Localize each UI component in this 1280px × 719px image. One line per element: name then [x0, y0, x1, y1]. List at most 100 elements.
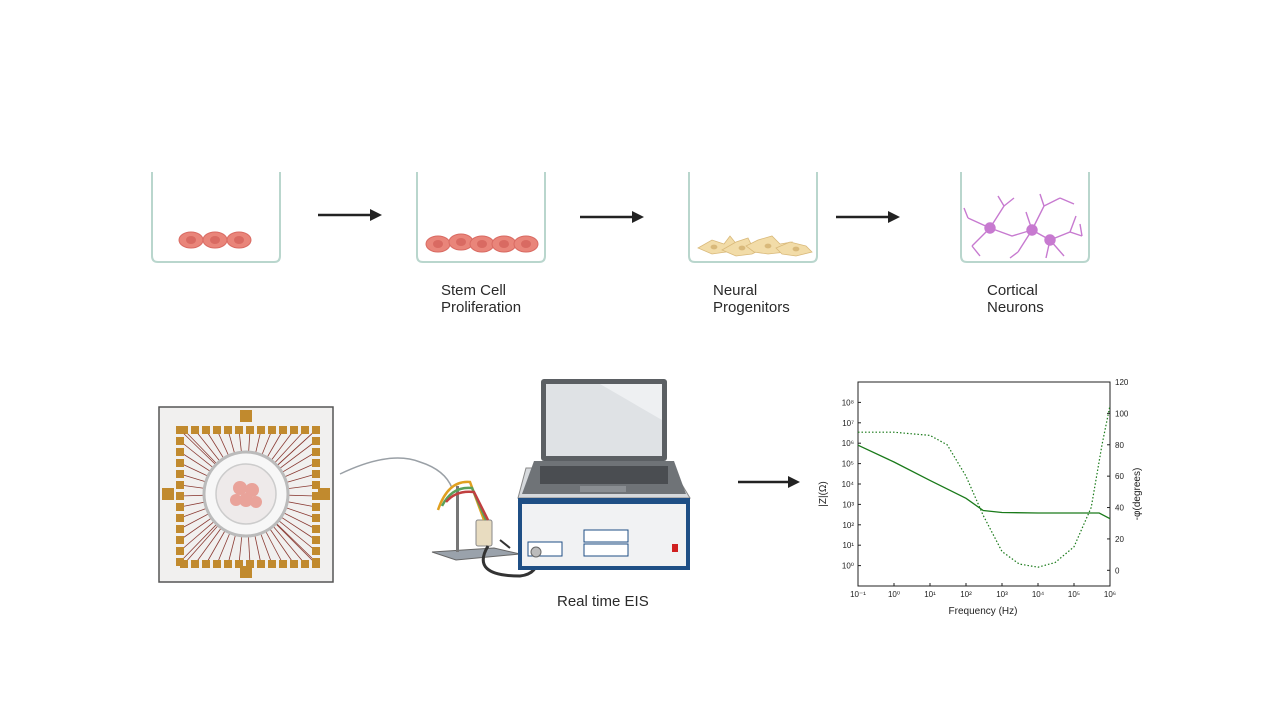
contact-pad [290, 560, 298, 568]
y-right-tick-label: 20 [1115, 535, 1124, 544]
stage-label-neural-progenitors: Neural Progenitors [713, 282, 790, 316]
y-right-tick-label: 120 [1115, 378, 1129, 387]
contact-pad [312, 503, 320, 511]
y-left-tick-label: 10⁶ [842, 439, 854, 448]
contact-pad [301, 426, 309, 434]
contact-pad [290, 426, 298, 434]
impedance-magnitude-line [857, 444, 1111, 520]
y-left-tick-label: 10⁴ [842, 480, 855, 489]
progenitor-cells [697, 235, 813, 257]
contact-pad [176, 492, 184, 500]
contact-pad [176, 536, 184, 544]
x-tick-label: 10⁵ [1068, 590, 1080, 599]
arrow-icon [580, 211, 644, 223]
contact-pad [312, 459, 320, 467]
x-tick-label: 10⁶ [1104, 590, 1116, 599]
contact-pad [176, 481, 184, 489]
contact-pad [213, 426, 221, 434]
stem-cell-cluster [178, 231, 252, 249]
differentiation-workflow [151, 172, 1090, 263]
contact-pad [235, 560, 243, 568]
potentiostat-with-laptop [517, 379, 691, 570]
y-right-tick-label: 60 [1115, 472, 1124, 481]
contact-pad [176, 470, 184, 478]
contact-pad [191, 560, 199, 568]
y-right-tick-label: 40 [1115, 504, 1124, 513]
x-axis-title: Frequency (Hz) [949, 606, 1018, 617]
microelectrode-array-chip [158, 406, 334, 583]
culture-well-neural-progenitors [688, 172, 818, 263]
contact-pad [224, 560, 232, 568]
culture-well-stem-cells [151, 172, 281, 263]
phase-angle-line [858, 405, 1111, 568]
plot-area [857, 381, 1111, 587]
contact-pad [224, 426, 232, 434]
contact-pad [268, 426, 276, 434]
culture-well-cortical-neurons [960, 172, 1090, 263]
contact-pad [176, 426, 184, 434]
contact-pad [312, 492, 320, 500]
x-tick-label: 10³ [996, 590, 1008, 599]
contact-pad [176, 437, 184, 445]
contact-pad [202, 560, 210, 568]
y-left-tick-label: 10² [842, 521, 854, 530]
arrow-icon [318, 209, 382, 221]
contact-pad [235, 426, 243, 434]
contact-pad [268, 560, 276, 568]
y-left-tick-label: 10¹ [842, 541, 854, 550]
y-left-tick-label: 10⁸ [842, 398, 854, 407]
eis-setup [158, 379, 800, 583]
contact-pad [312, 470, 320, 478]
y-left-tick-label: 10⁵ [842, 460, 854, 469]
stage-label-cortical-neurons: Cortical Neurons [987, 282, 1044, 316]
contact-pad [279, 560, 287, 568]
contact-pad [213, 560, 221, 568]
y-left-tick-label: 10³ [842, 500, 854, 509]
proliferating-cells [425, 233, 539, 253]
culture-well-proliferation [416, 172, 546, 263]
y-left-tick-label: 10⁰ [842, 562, 854, 571]
contact-pad [312, 448, 320, 456]
contact-pad [176, 448, 184, 456]
electrode-trace [270, 518, 317, 565]
x-tick-label: 10² [960, 590, 972, 599]
contact-pad [176, 525, 184, 533]
eis-label: Real time EIS [557, 593, 649, 610]
contact-pad [312, 536, 320, 544]
x-tick-label: 10¹ [924, 590, 936, 599]
contact-pad [312, 514, 320, 522]
arrow-icon [738, 476, 800, 488]
stage-label-stem-cell-proliferation: Stem Cell Proliferation [441, 282, 522, 316]
contact-pad [312, 558, 320, 566]
contact-pad [202, 426, 210, 434]
contact-pad [176, 503, 184, 511]
y-right-tick-label: 80 [1115, 441, 1124, 450]
contact-pad [312, 547, 320, 555]
contact-pad [257, 560, 265, 568]
neuron-network [963, 193, 1083, 259]
electrode-trace [270, 517, 317, 563]
contact-pad [176, 514, 184, 522]
contact-pad [257, 426, 265, 434]
contact-pad [246, 560, 254, 568]
contact-pad [246, 426, 254, 434]
contact-pad [312, 525, 320, 533]
contact-pad [176, 547, 184, 555]
contact-pad [279, 426, 287, 434]
contact-pad [191, 426, 199, 434]
contact-pad [176, 558, 184, 566]
contact-pad [176, 459, 184, 467]
arrow-icon [836, 211, 900, 223]
y-right-axis-title: -φ(degrees) [1132, 468, 1143, 521]
eis-bode-plot: 10⁻¹ 10⁰ 10¹ 10² 10³ 10⁴ 10⁵ 10⁶ 10⁰ 10¹ 10² 10³ 10⁴… [818, 378, 1143, 617]
contact-pad [312, 481, 320, 489]
contact-pad [301, 560, 309, 568]
y-right-tick-label: 0 [1115, 566, 1120, 575]
x-tick-label: 10⁻¹ [850, 590, 866, 599]
x-tick-label: 10⁴ [1032, 590, 1045, 599]
contact-pad [312, 437, 320, 445]
y-left-tick-label: 10⁷ [842, 419, 854, 428]
y-right-tick-label: 100 [1115, 409, 1129, 418]
x-tick-label: 10⁰ [888, 590, 900, 599]
contact-pad [312, 426, 320, 434]
